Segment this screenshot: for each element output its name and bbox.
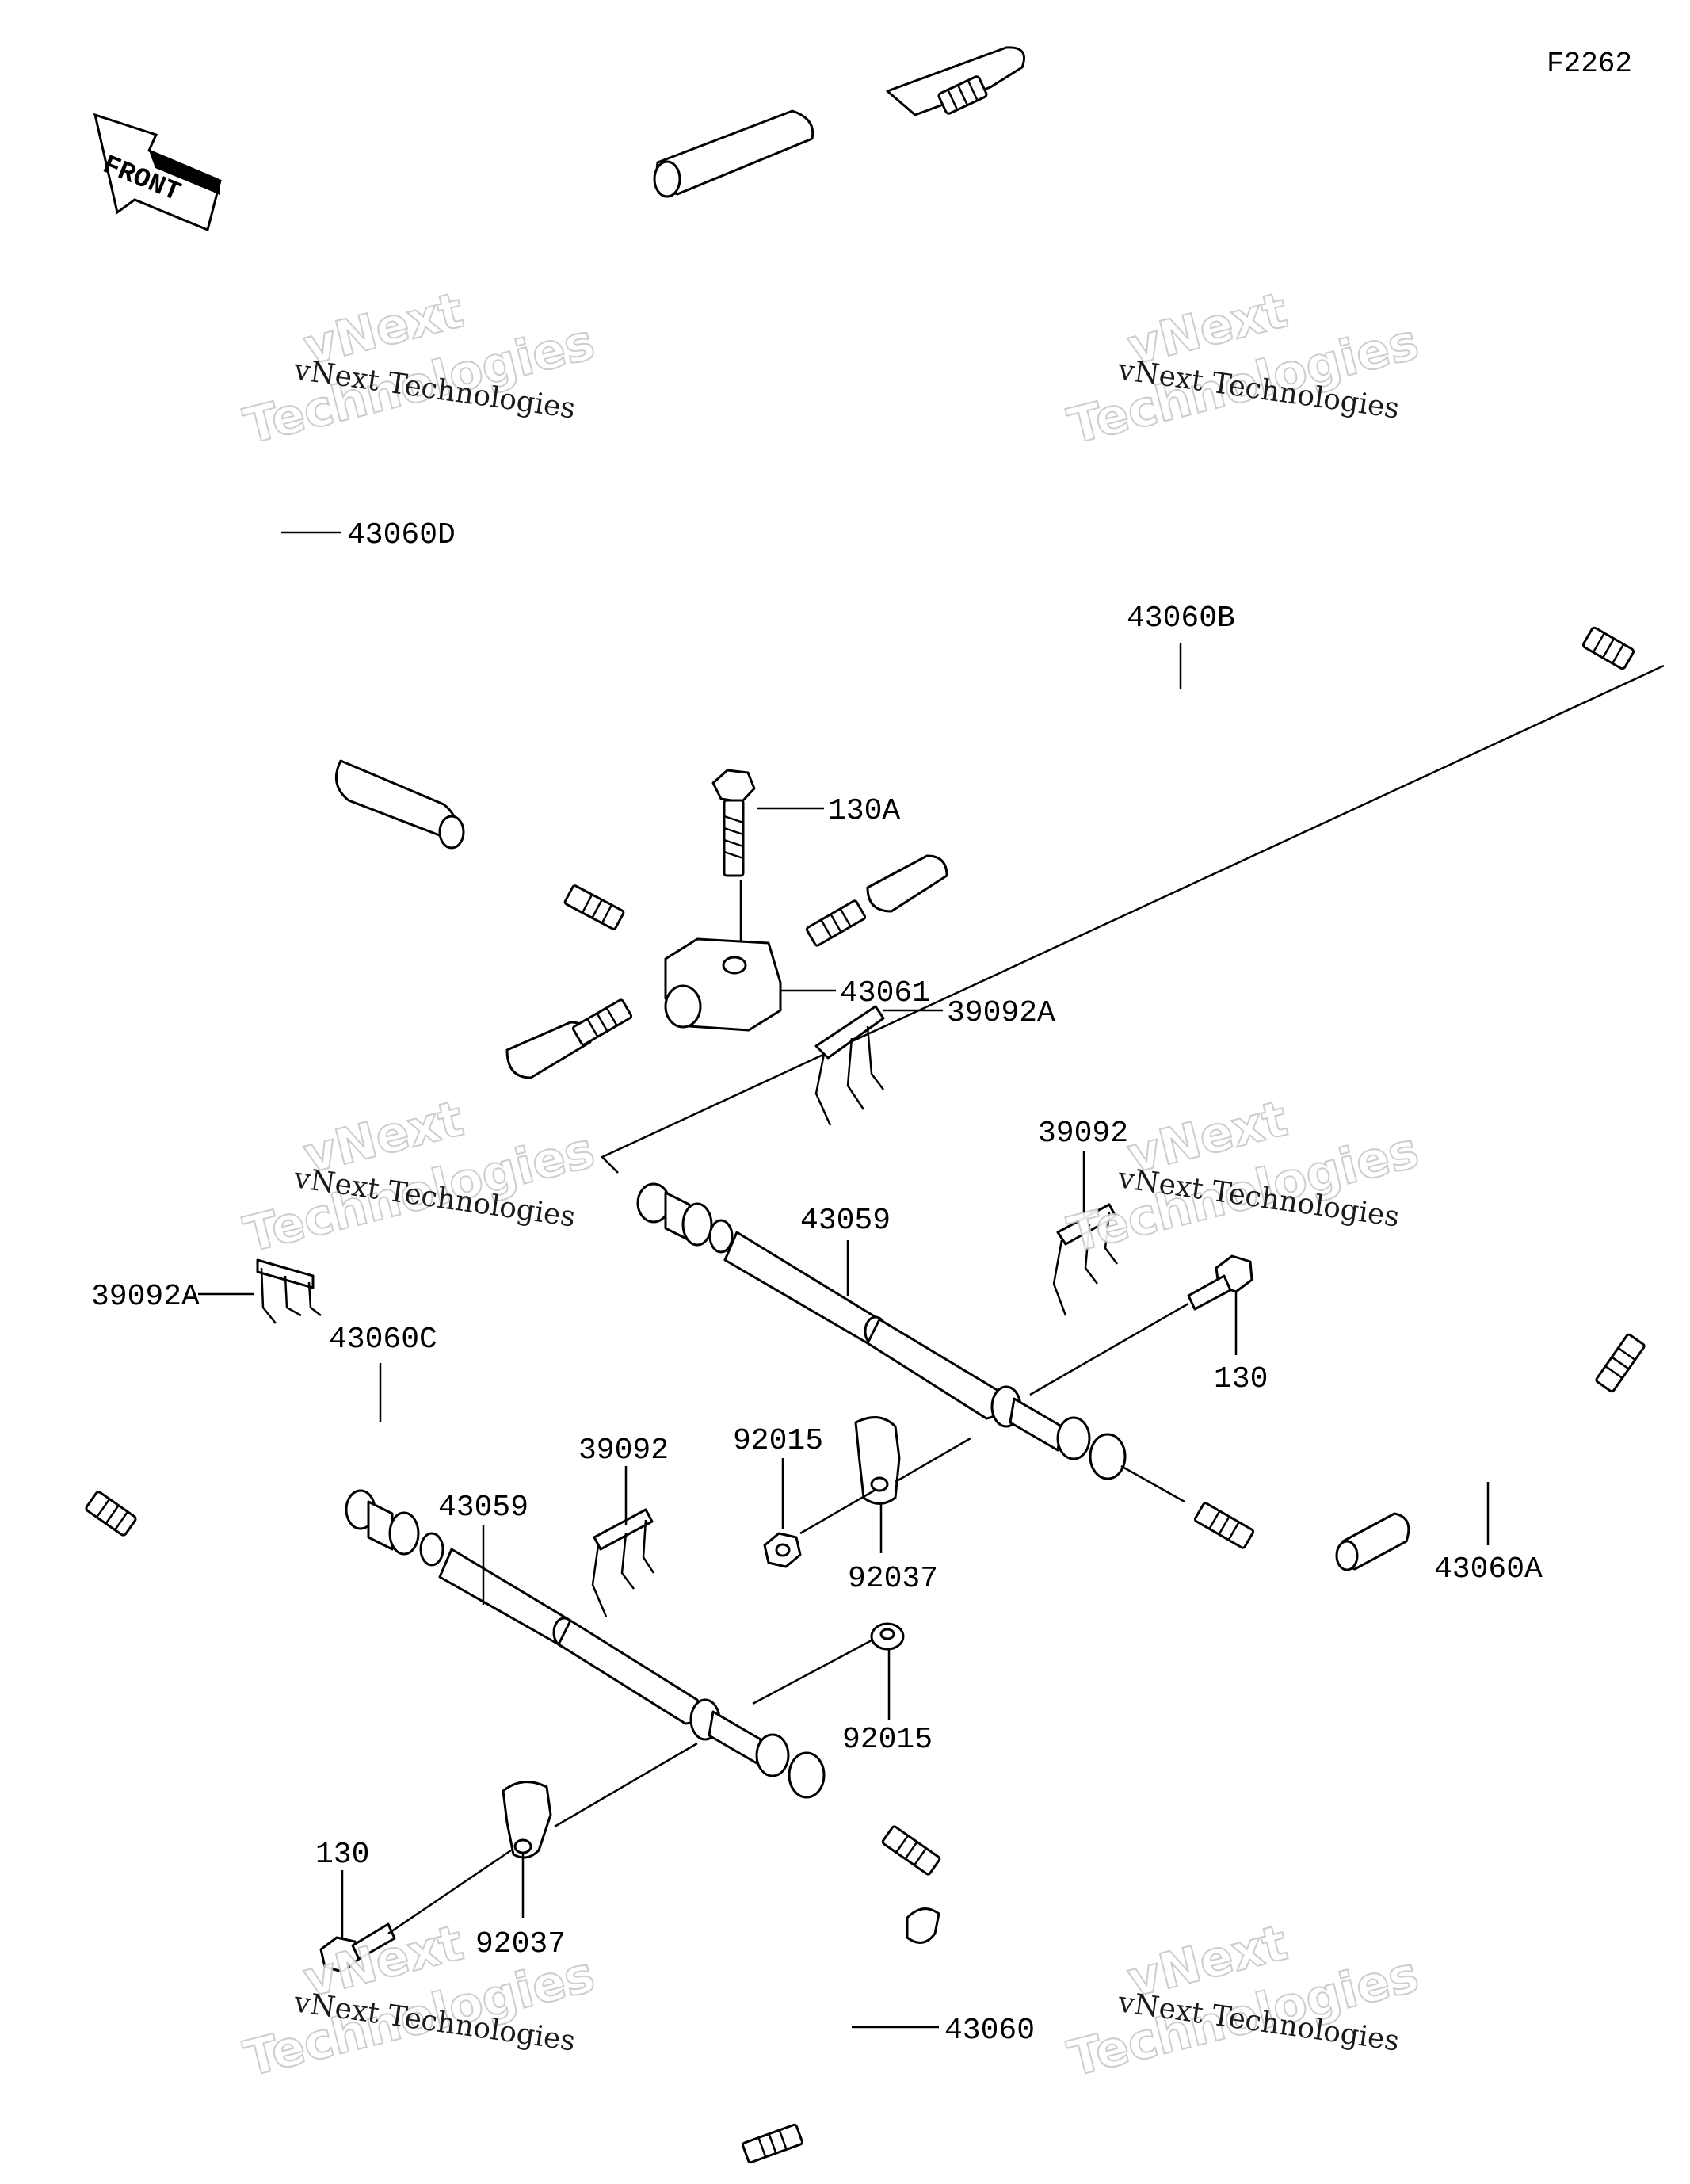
clip-39092-right: 39092 xyxy=(1038,1117,1128,1316)
label-92015-mid: 92015 xyxy=(733,1424,823,1458)
brake-pipe-43060B: 43060B xyxy=(805,534,1635,947)
label-130-lower: 130 xyxy=(315,1838,369,1872)
watermark-mid-left: vNext Technologies vNext Technologies xyxy=(238,1088,601,1264)
label-43060B: 43060B xyxy=(1127,601,1235,636)
watermark-mid-right: vNext Technologies vNext Technologies xyxy=(1062,1088,1425,1264)
watermark-top-right: vNext Technologies vNext Technologies xyxy=(1062,280,1425,456)
label-43059-upper: 43059 xyxy=(800,1204,891,1238)
label-39092A-top: 39092A xyxy=(947,996,1055,1030)
label-92037-lower: 92037 xyxy=(475,1927,566,1961)
brake-hose-43059-lower: 43059 xyxy=(345,1489,826,1799)
clamp-92037-lower: 92037 xyxy=(475,1742,698,1961)
label-43060C: 43060C xyxy=(329,1323,437,1357)
brake-pipe-43060: 43060 xyxy=(722,1816,1035,2164)
brake-joint-43061: 43061 xyxy=(664,937,930,1032)
label-43060D: 43060D xyxy=(347,518,456,552)
brake-pipe-43060D: 43060D xyxy=(262,46,1025,930)
label-130A: 130A xyxy=(828,794,900,828)
brake-pipe-43060A: 43060A xyxy=(1120,1316,1655,1586)
figure-code: F2262 xyxy=(1547,48,1632,80)
label-92037-mid: 92037 xyxy=(848,1562,938,1596)
clip-39092A-top: 39092A xyxy=(814,996,1055,1126)
label-130-right: 130 xyxy=(1214,1362,1268,1396)
watermark-top-left: vNext Technologies vNext Technologies xyxy=(238,280,601,456)
clamp-92037-mid: 92037 xyxy=(799,1416,971,1596)
bolt-130-lower: 130 xyxy=(315,1838,512,1973)
bolt-130A: 130A xyxy=(711,769,900,951)
brake-pipe-43060C: 43060C xyxy=(45,998,661,1552)
label-39092-mid: 39092 xyxy=(578,1434,669,1468)
label-39092A-left: 39092A xyxy=(91,1280,200,1314)
watermark-bottom-right: vNext Technologies vNext Technologies xyxy=(1062,1912,1425,2088)
nut-92015-mid: 92015 xyxy=(733,1424,823,1568)
front-arrow-icon: FRONT xyxy=(93,113,222,232)
label-92015-lower: 92015 xyxy=(842,1723,933,1757)
label-43061: 43061 xyxy=(840,976,930,1010)
brake-hose-43059-upper: 43059 xyxy=(636,1182,1127,1480)
label-43060A: 43060A xyxy=(1434,1552,1543,1586)
label-43060: 43060 xyxy=(944,2014,1035,2048)
bolt-130-right: 130 xyxy=(1029,1254,1268,1396)
leader-43060B-43059 xyxy=(600,664,1665,1174)
label-43059-lower: 43059 xyxy=(438,1491,528,1525)
washer-92015-lower: 92015 xyxy=(752,1622,933,1757)
clip-39092-mid: 39092 xyxy=(578,1434,669,1617)
label-39092-right: 39092 xyxy=(1038,1117,1128,1151)
clip-39092A-left: 39092A xyxy=(91,1258,322,1324)
